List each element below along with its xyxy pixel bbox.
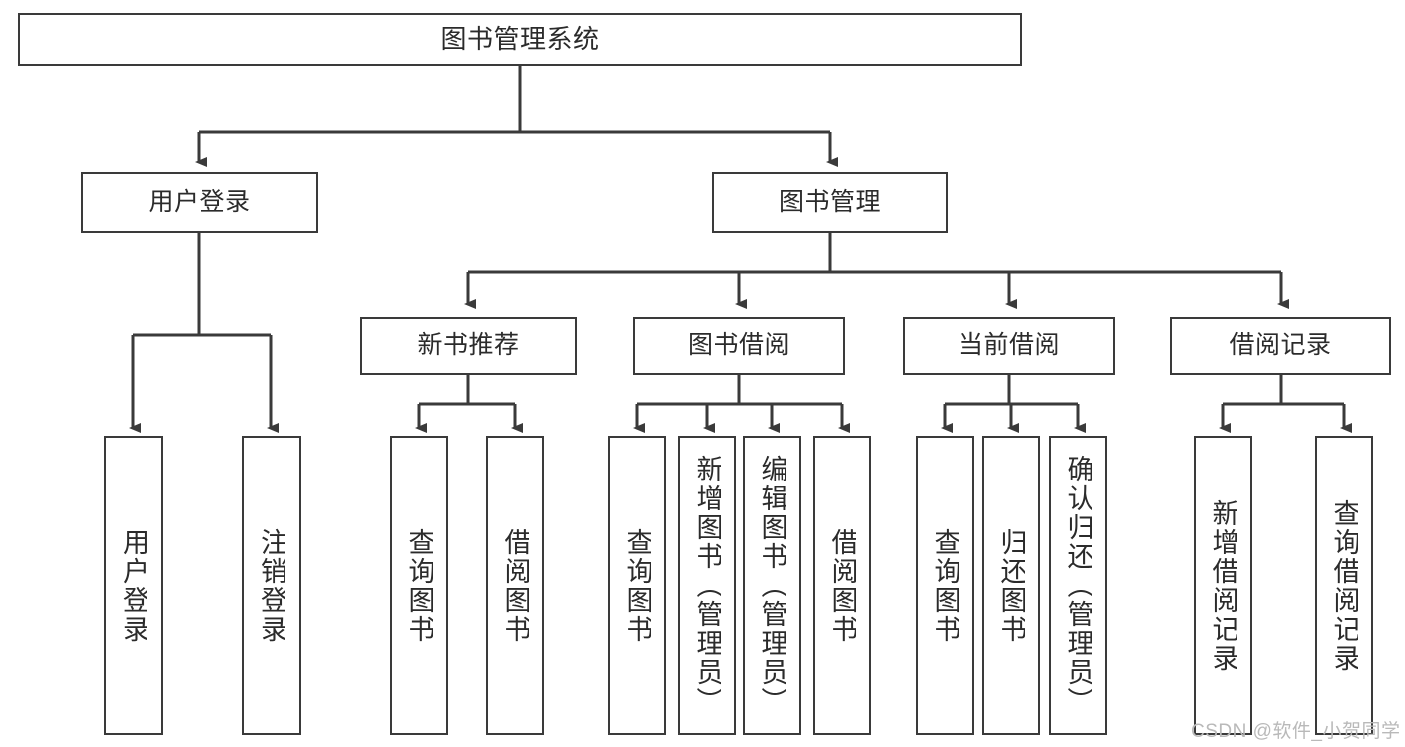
node-label: 当前借阅 — [957, 331, 1060, 360]
leaf-current-confirm-return-admin[interactable]: 确认归还（管理员） — [1049, 436, 1107, 735]
node-root-system[interactable]: 图书管理系统 — [18, 13, 1022, 66]
leaf-borrow-add-book-admin[interactable]: 新增图书（管理员） — [678, 436, 736, 735]
node-label: 借阅图书 — [828, 527, 856, 644]
node-current-borrow[interactable]: 当前借阅 — [903, 317, 1115, 375]
node-label: 用户登录 — [148, 187, 251, 216]
node-label: 借阅图书 — [501, 527, 529, 644]
node-borrow-record[interactable]: 借阅记录 — [1170, 317, 1391, 375]
leaf-recommend-query-book[interactable]: 查询图书 — [390, 436, 448, 735]
leaf-record-query-record[interactable]: 查询借阅记录 — [1315, 436, 1373, 735]
node-label: 图书管理系统 — [440, 24, 600, 55]
node-label: 编辑图书（管理员） — [758, 455, 786, 716]
leaf-borrow-query-book[interactable]: 查询图书 — [608, 436, 666, 735]
leaf-current-return-book[interactable]: 归还图书 — [982, 436, 1040, 735]
leaf-recommend-borrow-book[interactable]: 借阅图书 — [486, 436, 544, 735]
csdn-watermark: CSDN @软件_小贺同学 — [1191, 721, 1401, 742]
node-label: 确认归还（管理员） — [1064, 455, 1092, 716]
node-label: 新书推荐 — [417, 331, 520, 360]
node-book-borrow[interactable]: 图书借阅 — [633, 317, 845, 375]
node-label: 注销登录 — [258, 527, 285, 644]
leaf-current-query-book[interactable]: 查询图书 — [916, 436, 974, 735]
node-label: 查询图书 — [623, 527, 651, 644]
node-new-book-recommend[interactable]: 新书推荐 — [360, 317, 577, 375]
leaf-borrow-borrow-book[interactable]: 借阅图书 — [813, 436, 871, 735]
node-label: 查询借阅记录 — [1330, 498, 1358, 673]
node-label: 图书借阅 — [687, 331, 790, 360]
node-user-login[interactable]: 用户登录 — [81, 172, 318, 233]
node-label: 借阅记录 — [1229, 331, 1332, 360]
node-label: 查询图书 — [405, 527, 433, 644]
leaf-record-add-record[interactable]: 新增借阅记录 — [1194, 436, 1252, 735]
node-label: 用户登录 — [120, 527, 147, 644]
node-label: 归还图书 — [997, 527, 1025, 644]
leaf-user-login-logout[interactable]: 注销登录 — [242, 436, 301, 735]
node-label: 图书管理 — [778, 187, 881, 216]
leaf-user-login-login[interactable]: 用户登录 — [104, 436, 163, 735]
node-book-management[interactable]: 图书管理 — [712, 172, 948, 233]
node-label: 新增图书（管理员） — [693, 455, 721, 716]
leaf-borrow-edit-book-admin[interactable]: 编辑图书（管理员） — [743, 436, 801, 735]
node-label: 查询图书 — [931, 527, 959, 644]
node-label: 新增借阅记录 — [1209, 498, 1237, 673]
